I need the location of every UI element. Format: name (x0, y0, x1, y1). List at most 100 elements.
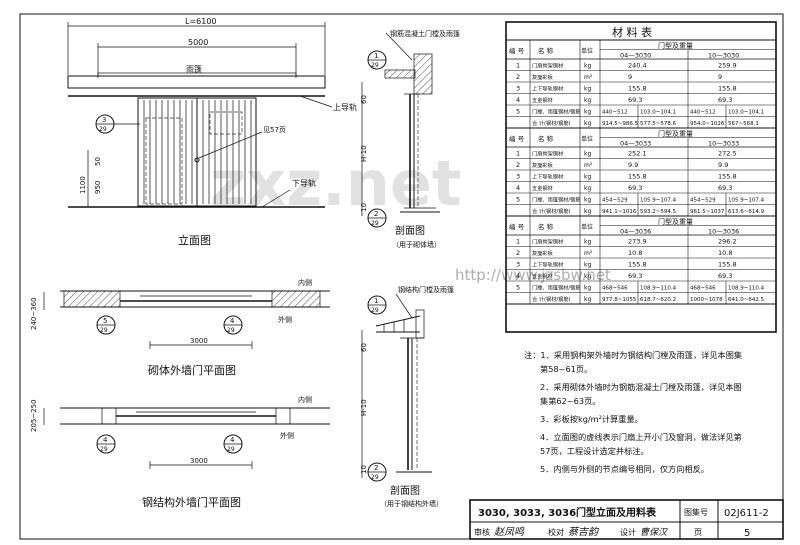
door-type: 04—3033 (620, 140, 651, 148)
cell-value: 9 (718, 73, 722, 81)
svg-text:4: 4 (230, 317, 235, 325)
row-name: 合 计(钢材/钢筋) (532, 295, 571, 303)
door-type: 10—3030 (708, 52, 739, 60)
col-header-no: 编 号 (509, 222, 525, 231)
row-name: 五金钢材 (532, 96, 553, 104)
svg-text:29: 29 (227, 327, 235, 334)
cell-value: 618.7~620.2 (640, 297, 676, 303)
svg-text:H-10: H-10 (360, 399, 368, 416)
svg-text:1: 1 (374, 297, 378, 305)
row-unit: kg (584, 174, 591, 181)
cell-value: 10.8 (628, 249, 642, 257)
cell-value: 155.8 (628, 85, 647, 93)
col-header-name: 名 称 (538, 222, 554, 231)
door-type: 10—3036 (708, 228, 739, 236)
svg-text:H-10: H-10 (360, 145, 368, 162)
row-unit: kg (584, 273, 591, 280)
plan-view-masonry: 240~360 内侧 外侧 3000 5 29 4 29 砌体外墙门平面图 (30, 278, 330, 377)
row-unit: kg (584, 151, 591, 158)
height-dim-950: 950 (94, 181, 102, 194)
cell-value: 108.9~110.4 (728, 286, 765, 292)
watermark-url: http://www.jzsbw.net (455, 266, 611, 284)
row-no: 2 (516, 73, 520, 81)
cell-value: 252.1 (628, 150, 647, 158)
cell-value: 567~568.1 (728, 121, 759, 127)
row-name: 门樘、雨篷钢材/钢筋 (532, 196, 580, 204)
elevation-view: L=6100 5000 雨篷 上导轨 (67, 17, 357, 247)
watermark-brand: zxz.net (210, 147, 462, 220)
svg-text:60: 60 (360, 95, 368, 104)
cell-value: 69.3 (718, 184, 732, 192)
cell-value: 240.4 (628, 62, 647, 70)
cell-value: 440~512 (690, 110, 716, 116)
cell-value: 468~546 (602, 286, 628, 292)
cell-value: 961.5~1037 (690, 209, 725, 215)
row-no: 5 (516, 108, 520, 116)
lock-detail-label: 见57页 (263, 126, 286, 134)
note-line-1: 第58~61页。 (540, 364, 592, 374)
col-header-unit: 单位 (581, 47, 593, 55)
col-header-no: 编 号 (509, 46, 525, 55)
svg-text:2: 2 (374, 210, 378, 218)
col-header-name: 名 称 (538, 46, 554, 55)
col-header-name: 名 称 (538, 134, 554, 143)
title-block: 3030, 3033, 3036门型立面及用料表 图集号 02J611-2 审核… (469, 499, 784, 540)
note-line-7: 5．内侧与外侧的节点编号相同，仅方向相反。 (540, 464, 709, 474)
row-name: 合 计(钢材/钢筋) (532, 207, 571, 215)
row-name: 复面彩板 (532, 249, 554, 257)
cell-value: 593.2~594.5 (640, 209, 677, 215)
section-view-masonry: 钢筋混凝土门樘及雨篷 60 H-10 10 1 29 2 29 剖面图 （用于砌… (360, 29, 460, 249)
group-header: 门型及重量 (658, 41, 693, 50)
row-unit: kg (584, 120, 591, 127)
top-rail-label: 上导轨 (333, 102, 357, 112)
svg-text:29: 29 (100, 327, 108, 334)
section-view-steel: 钢结构门樘及雨篷 60 H-10 10 1 29 2 29 剖面图 （用于钢结构… (360, 285, 454, 508)
svg-text:29: 29 (371, 474, 379, 481)
height-dim-1100: 1100 (79, 176, 87, 194)
notes: 注：1．采用钢构架外墙时为钢结构门樘及雨篷，详见本图集 第58~61页。 2．采… (524, 350, 742, 474)
cell-value: 259.9 (718, 62, 737, 70)
cell-value: 10.8 (718, 249, 732, 257)
svg-text:29: 29 (371, 62, 379, 69)
row-unit: m² (584, 74, 593, 81)
page-number: 5 (744, 528, 750, 539)
svg-text:29: 29 (227, 446, 235, 453)
materials-table-title: 材 料 表 (612, 25, 652, 39)
plan1-inner-label: 内侧 (298, 278, 312, 287)
note-line-2: 2．采用砌体外墙时为钢筋混凝土门樘及雨篷，详见本图 (540, 382, 742, 392)
drawing-title: 3030, 3033, 3036门型立面及用料表 (478, 506, 657, 519)
cell-value: 9 (628, 73, 632, 81)
row-name: 上下导轨钢材 (532, 85, 563, 93)
opening-width-dim: 5000 (188, 38, 208, 47)
door-type: 04—3030 (620, 52, 651, 60)
row-unit: m² (584, 250, 593, 257)
cell-value: 69.3 (718, 272, 732, 280)
row-no: 2 (516, 249, 520, 257)
col-header-unit: 单位 (581, 223, 593, 231)
bottom-rail-label: 下导轨 (292, 178, 316, 188)
cell-value: 272.5 (718, 150, 737, 158)
section1-subcaption: （用于砌体墙） (392, 240, 441, 249)
svg-text:10: 10 (360, 203, 368, 212)
row-unit: kg (584, 239, 591, 246)
cell-value: 613.6~614.9 (728, 209, 765, 215)
row-no: 3 (516, 261, 520, 269)
row-no: 5 (516, 196, 520, 204)
door-type: 10—3033 (708, 140, 739, 148)
group-header: 门型及重量 (658, 129, 693, 138)
check-signature: 蔡吉韵 (568, 526, 599, 538)
cell-value: 105.9~107.4 (640, 198, 677, 204)
svg-text:10: 10 (360, 465, 368, 474)
svg-text:1: 1 (374, 52, 378, 60)
note-line-0: 注：1．采用钢构架外墙时为钢结构门樘及雨篷，详见本图集 (524, 350, 742, 360)
row-name: 门扇骨架钢材 (532, 62, 563, 70)
svg-text:29: 29 (371, 307, 379, 314)
cell-value: 155.8 (628, 173, 647, 181)
cell-value: 108.9~110.4 (640, 286, 677, 292)
atlas-no: 02J611-2 (724, 508, 769, 519)
row-name: 门扇骨架钢材 (532, 238, 563, 246)
cell-value: 977.8~1055 (602, 297, 637, 303)
